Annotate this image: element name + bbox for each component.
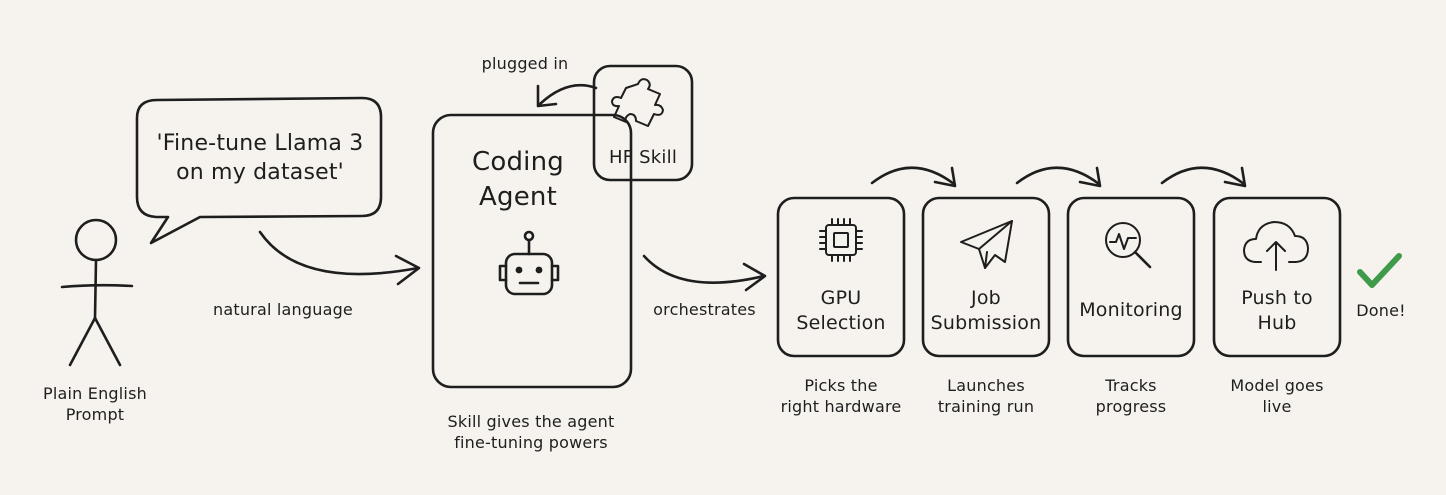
orchestrates-label: orchestrates [632, 300, 777, 321]
step-2-title-line-2: Submission [923, 311, 1049, 336]
agent-caption: Skill gives the agent fine-tuning powers [420, 412, 642, 454]
coding-agent-title-line-1: Coding [433, 145, 603, 180]
done-label: Done! [1346, 301, 1416, 322]
step-1-caption-line-2: right hardware [766, 397, 916, 418]
step-3-caption-line-1: Tracks [1056, 376, 1206, 397]
puzzle-piece-icon [612, 79, 663, 126]
step-caption-monitoring: Tracks progress [1056, 376, 1206, 418]
person-caption-line-2: Prompt [15, 405, 175, 426]
step-title-job-submission: Job Submission [923, 286, 1049, 335]
coding-agent-title-line-2: Agent [433, 180, 603, 215]
person-caption: Plain English Prompt [15, 384, 175, 426]
step-2-title-line-1: Job [923, 286, 1049, 311]
agent-caption-line-2: fine-tuning powers [420, 433, 642, 454]
arrow-orchestrates [644, 256, 765, 290]
person-caption-line-1: Plain English [15, 384, 175, 405]
coding-agent-title: Coding Agent [433, 145, 603, 215]
magnifier-pulse-icon [1106, 223, 1150, 267]
speech-bubble-text: 'Fine-tune Llama 3 on my dataset' [140, 130, 380, 187]
step-1-title-line-1: GPU [778, 286, 904, 311]
robot-icon [500, 232, 558, 294]
step-caption-gpu-selection: Picks the right hardware [766, 376, 916, 418]
hf-skill-label: HF Skill [594, 146, 692, 169]
chip-icon [820, 219, 862, 261]
plugged-in-label: plugged in [470, 54, 580, 75]
step-3-title-line-1: Monitoring [1068, 298, 1194, 323]
arrow-step-3-to-4 [1162, 168, 1245, 186]
arrow-step-2-to-3 [1017, 168, 1100, 186]
arrow-step-1-to-2 [872, 168, 955, 186]
step-4-caption-line-1: Model goes [1202, 376, 1352, 397]
cloud-upload-icon [1244, 222, 1308, 270]
step-box-monitoring [1068, 198, 1194, 356]
step-1-caption-line-1: Picks the [766, 376, 916, 397]
step-4-title-line-2: Hub [1214, 311, 1340, 336]
step-2-caption-line-1: Launches [911, 376, 1061, 397]
speech-line-1: 'Fine-tune Llama 3 [140, 130, 380, 159]
step-3-caption-line-2: progress [1056, 397, 1206, 418]
step-2-caption-line-2: training run [911, 397, 1061, 418]
step-4-caption-line-2: live [1202, 397, 1352, 418]
check-mark-icon [1360, 256, 1399, 285]
paper-plane-icon [961, 221, 1012, 268]
arrow-prompt-to-agent [260, 232, 419, 284]
step-title-monitoring: Monitoring [1068, 298, 1194, 323]
step-title-push-to-hub: Push to Hub [1214, 286, 1340, 335]
speech-line-2: on my dataset' [140, 159, 380, 188]
arrow-plugged-in [538, 85, 596, 106]
natural-language-label: natural language [188, 300, 378, 321]
person-figure [62, 220, 132, 365]
step-1-title-line-2: Selection [778, 311, 904, 336]
step-caption-push-to-hub: Model goes live [1202, 376, 1352, 418]
step-caption-job-submission: Launches training run [911, 376, 1061, 418]
agent-caption-line-1: Skill gives the agent [420, 412, 642, 433]
step-4-title-line-1: Push to [1214, 286, 1340, 311]
step-title-gpu-selection: GPU Selection [778, 286, 904, 335]
